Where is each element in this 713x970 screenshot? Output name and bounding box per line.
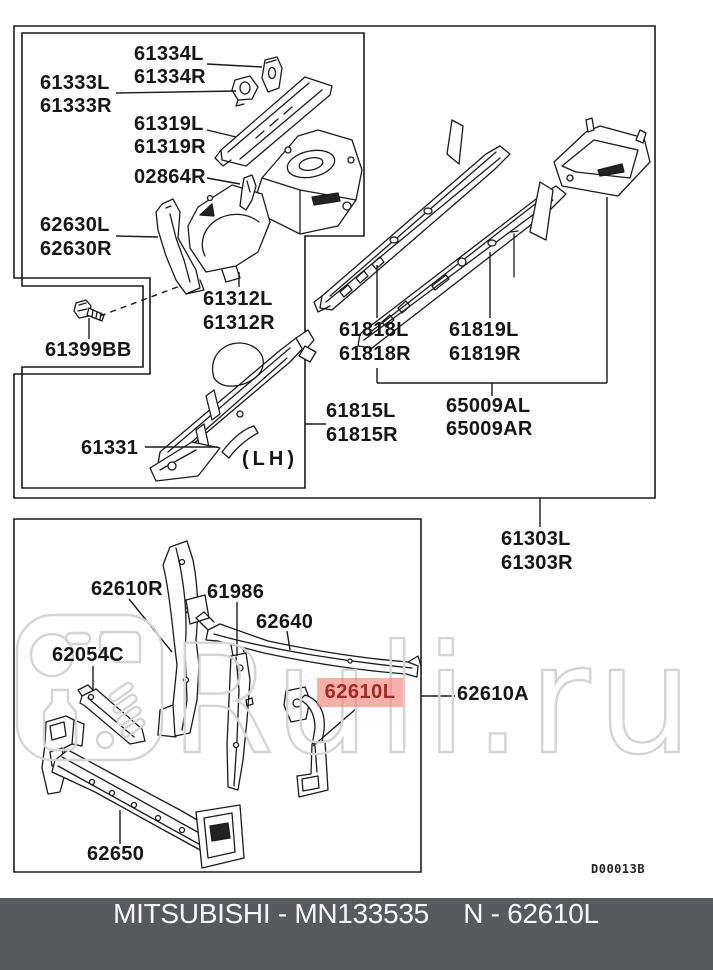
part-61819-drawing xyxy=(357,181,567,349)
part-61818-drawing xyxy=(313,119,511,313)
footer-bar: MITSUBISHI - MN133535 N - 62610L xyxy=(0,898,713,970)
part-62650-drawing xyxy=(51,749,245,869)
part-label-02864R: 02864R xyxy=(134,166,206,188)
upper-outer-box xyxy=(13,25,656,499)
part-label-65009AR: 65009AR xyxy=(446,418,533,440)
part-label-61818L: 61818L xyxy=(339,319,409,341)
part-label-61333L: 61333L xyxy=(40,72,110,94)
part-label-61303L: 61303L xyxy=(501,528,571,550)
strut-tower-drawing xyxy=(255,129,363,235)
footer-reference-number: N - 62610L xyxy=(463,898,599,929)
part-65009-drawing xyxy=(553,117,651,197)
part-label-61312R: 61312R xyxy=(203,312,275,334)
left-bracket-drawing xyxy=(41,715,85,795)
part-label-62630L: 62630L xyxy=(40,214,110,236)
drawing-code: D00013B xyxy=(591,862,646,876)
part-label-62610R: 62610R xyxy=(91,578,163,600)
part-61319-drawing xyxy=(214,76,333,167)
part-label-62054C: 62054C xyxy=(52,644,124,666)
part-label-62650: 62650 xyxy=(87,843,145,865)
lh-apron-assembly-drawing xyxy=(149,329,317,482)
footer-brand-part-number: MITSUBISHI - MN133535 xyxy=(113,898,429,929)
part-62610R-drawing xyxy=(157,540,210,738)
part-label-61334R: 61334R xyxy=(134,66,206,88)
part-label-61319R: 61319R xyxy=(134,136,206,158)
part-label-61399BB: 61399BB xyxy=(45,339,132,361)
part-61333-drawing xyxy=(231,75,259,107)
part-label-61815L: 61815L xyxy=(326,400,396,422)
part-label-65009AL: 65009AL xyxy=(446,395,531,417)
part-label-61819R: 61819R xyxy=(449,343,521,365)
part-label-61319L: 61319L xyxy=(134,113,204,135)
part-61334-drawing xyxy=(261,56,283,93)
watermark-text: Ruli.ru xyxy=(170,614,699,788)
part-02864-drawing xyxy=(239,174,257,211)
part-label-62630R: 62630R xyxy=(40,238,112,260)
part-label-61334L: 61334L xyxy=(134,43,204,65)
highlighted-part-label-62610L[interactable]: 62610L xyxy=(317,678,403,707)
part-62054C-drawing xyxy=(77,684,146,745)
part-label-61303R: 61303R xyxy=(501,552,573,574)
watermark-logo xyxy=(15,613,164,762)
highlighted-part-number: 62610L xyxy=(324,681,396,703)
part-62610L-drawing xyxy=(283,686,329,798)
upper-inner-lh-box xyxy=(21,32,365,489)
part-62630-drawing xyxy=(155,198,205,295)
part-62640-drawing xyxy=(195,611,422,678)
part-label-61815R: 61815R xyxy=(326,424,398,446)
bolt-61399-drawing xyxy=(73,299,105,322)
part-label-62610A: 62610A xyxy=(457,683,529,705)
lower-box xyxy=(13,518,422,873)
part-label-61333R: 61333R xyxy=(40,95,112,117)
part-label-61986: 61986 xyxy=(207,581,265,603)
part-61312-drawing xyxy=(187,184,271,283)
part-label-62640: 62640 xyxy=(256,611,314,633)
part-label-61819L: 61819L xyxy=(449,319,519,341)
lh-marker: (LH) xyxy=(242,448,298,470)
part-label-61818R: 61818R xyxy=(339,343,411,365)
part-label-61331: 61331 xyxy=(81,437,139,459)
part-drawings xyxy=(41,56,651,869)
part-label-61312L: 61312L xyxy=(203,288,273,310)
leader-lines xyxy=(88,63,608,844)
section-boxes xyxy=(13,25,656,873)
